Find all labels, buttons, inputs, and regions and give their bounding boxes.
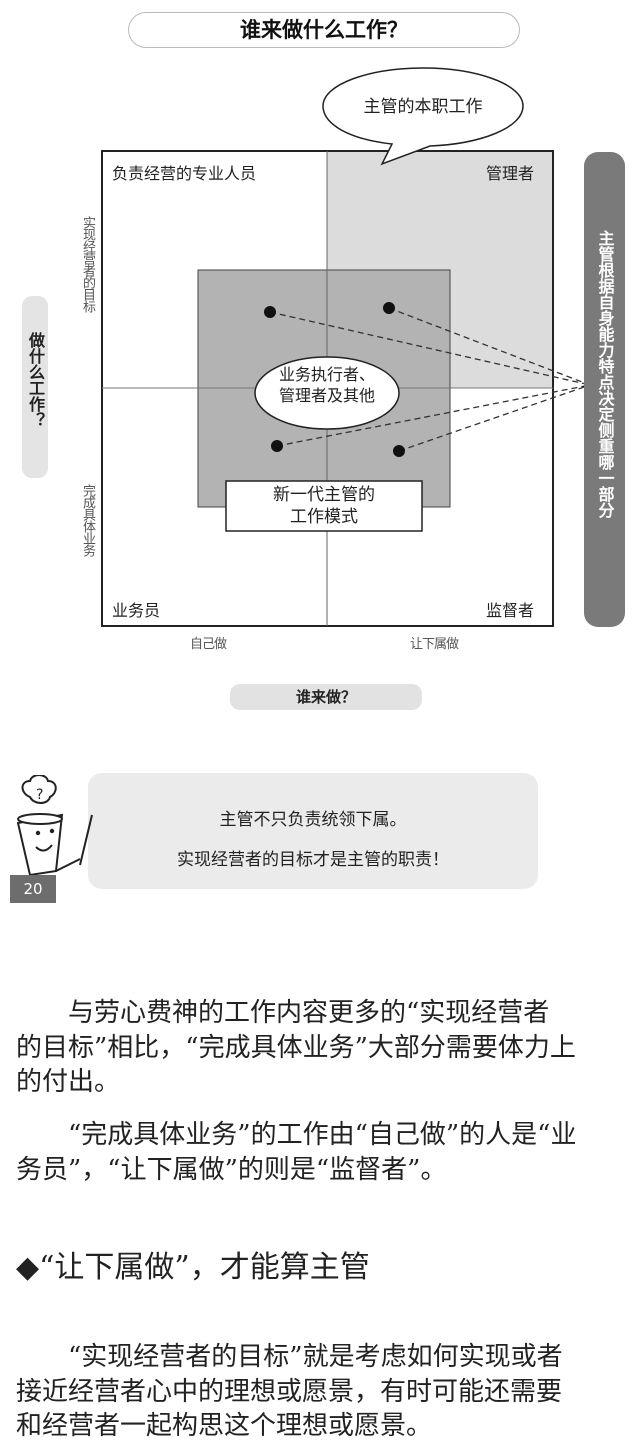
center-ellipse-line: 管理者及其他 [278,386,375,405]
quadrant-label-bottom-right: 监督者 [486,601,535,620]
svg-text:?: ? [36,787,43,803]
y-axis-top-label: 实现经营者的目标 [80,216,95,312]
callout-line-2: 实现经营者的目标才是主管的职责！ [177,850,449,870]
paragraph-3: “实现经营者的目标”就是考虑如何实现或者 接近经营者心中的理想或愿景，有时可能还… [16,1340,628,1444]
diagram-title: 谁来做什么工作？ [128,12,520,48]
callout-box: 主管不只负责统领下属。 实现经营者的目标才是主管的职责！ [88,773,538,889]
paragraph-2: “完成具体业务”的工作由“自己做”的人是“业 务员”，“让下属做”的则是“监督者… [16,1118,628,1187]
center-box-text: 新一代主管的 工作模式 [226,484,422,528]
text-line: 和经营者一起构思这个理想或愿景。 [16,1411,433,1441]
center-box-line: 新一代主管的 [273,485,375,505]
speech-bubble-text: 主管的本职工作 [363,97,483,117]
x-axis-title-pill: 谁来做？ [230,684,422,710]
text-line: 与劳心费神的工作内容更多的“实现经营者 [16,998,550,1028]
center-box-line: 工作模式 [290,507,358,527]
y-axis-title: 做什么工作？ [26,332,45,428]
text-line: “实现经营者的目标”就是考虑如何实现或者 [16,1342,563,1372]
page-number-badge: 20 [10,875,56,903]
dots [264,302,405,457]
text-line: 务员”，“让下属做”的则是“监督者”。 [16,1154,447,1185]
dashed-connectors [269,307,591,452]
callout-line-1: 主管不只负责统领下属。 [219,810,407,830]
quadrant-diagram [101,67,591,627]
section-heading: ◆“让下属做”，才能算主管 [16,1250,370,1285]
text-line: 接近经营者心中的理想或愿景，有时可能还需要 [16,1376,563,1407]
center-box [225,480,423,532]
paragraph-1: 与劳心费神的工作内容更多的“实现经营者 的目标”相比，“完成具体业务”大部分需要… [16,996,628,1100]
text-line: 的目标”相比，“完成具体业务”大部分需要体力上 [16,1032,576,1063]
speech-bubble [322,67,524,166]
center-ellipse-line: 业务执行者、 [278,365,375,384]
x-axis-right-label: 让下属做 [410,637,459,652]
quadrant-label-top-left: 负责经营的专业人员 [112,164,257,183]
center-ellipse-text: 业务执行者、 管理者及其他 [255,364,399,406]
quadrant-label-top-right: 管理者 [486,164,535,183]
text-line: “完成具体业务”的工作由“自己做”的人是“业 [16,1120,577,1150]
text-line: 的付出。 [16,1067,121,1097]
y-axis-bottom-label: 完成具体业务 [80,484,95,556]
y-axis-title-pill: 做什么工作？ [22,296,48,478]
center-ellipse [254,356,400,430]
x-axis-left-label: 自己做 [190,637,227,652]
quadrant-label-bottom-left: 业务员 [112,601,161,620]
right-bar-text: 主管根据自身能力特点决定侧重哪一部分 [595,230,615,518]
right-side-bar: 主管根据自身能力特点决定侧重哪一部分 [584,152,625,627]
